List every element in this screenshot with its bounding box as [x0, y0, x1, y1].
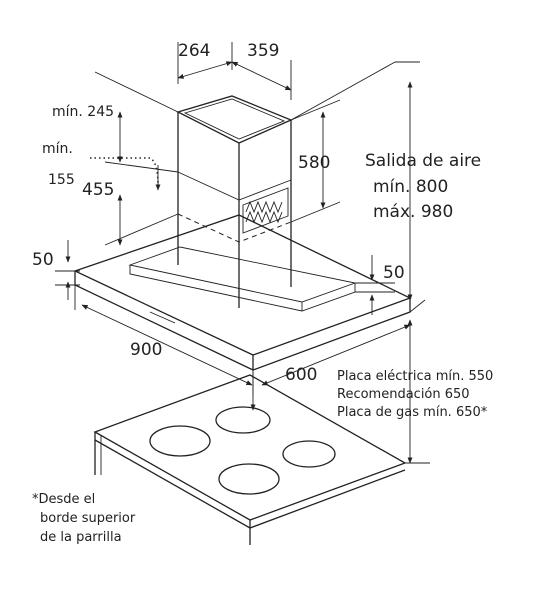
- chimney: [176, 95, 293, 308]
- label-155: 155: [48, 172, 75, 188]
- label-580: 580: [298, 153, 330, 173]
- footnote-line3: de la parrilla: [40, 530, 122, 545]
- burner-front: [218, 463, 280, 495]
- footnote-line1: *Desde el: [32, 492, 95, 507]
- label-455: 455: [82, 180, 114, 200]
- hood-canopy: [73, 214, 412, 371]
- dimension-lines: [55, 42, 430, 464]
- label-chimney-depth: 359: [247, 41, 279, 61]
- label-min-245: mín. 245: [52, 104, 114, 120]
- burner-back: [215, 406, 271, 434]
- air-outlet-title: Salida de aire: [365, 151, 481, 171]
- label-chimney-width: 264: [178, 41, 210, 61]
- burner-front-left: [149, 425, 211, 457]
- air-outlet-min: mín. 800: [373, 177, 448, 197]
- label-50-left: 50: [32, 250, 54, 270]
- hob-note-gas: Placa de gas mín. 650*: [337, 405, 488, 420]
- label-min: mín.: [42, 141, 73, 157]
- label-600: 600: [285, 365, 317, 385]
- label-50-right: 50: [383, 263, 405, 283]
- hob-note-recommended: Recomendación 650: [337, 387, 470, 402]
- label-900: 900: [130, 340, 162, 360]
- air-outlet-max: máx. 980: [373, 202, 453, 222]
- footnote-line2: borde superior: [40, 511, 136, 526]
- hob-note-electric: Placa eléctrica mín. 550: [337, 369, 493, 384]
- burner-right: [282, 440, 336, 468]
